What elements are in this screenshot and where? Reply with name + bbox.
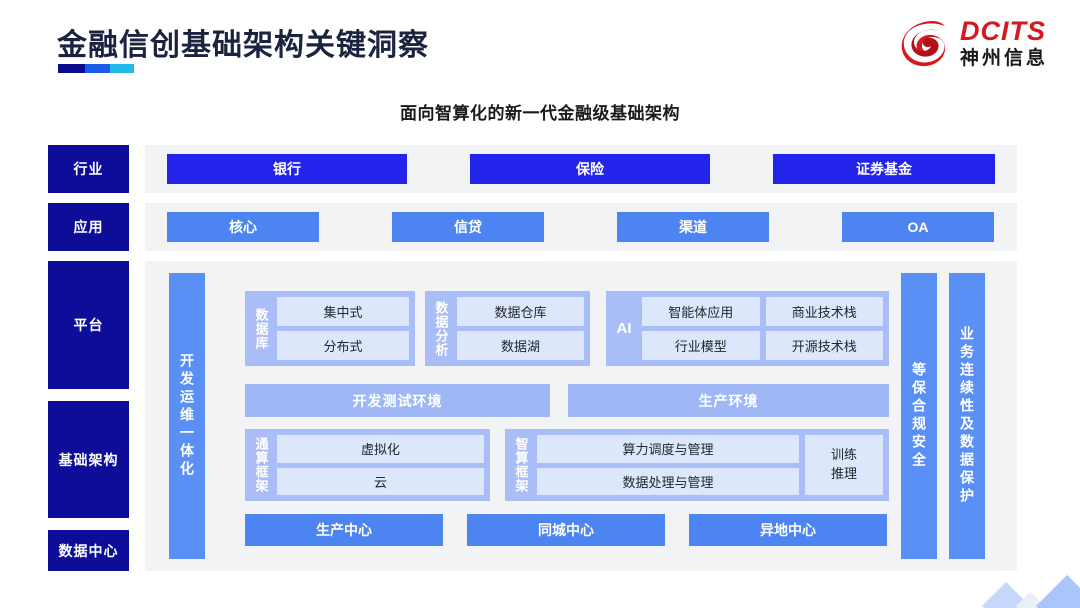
vertical-bar-devops-label: 开发运维一体化: [179, 353, 195, 479]
sidebar-label-infrastructure: 基础架构: [58, 451, 119, 468]
logo-cn-text: 神州信息: [959, 48, 1048, 69]
group-row: 算力调度与管理: [537, 435, 799, 463]
diagram-subtitle: 面向智算化的新一代金融级基础架构: [400, 104, 680, 123]
group-body-ai-compute: 算力调度与管理 数据处理与管理: [537, 435, 799, 495]
datacenter-label-production: 生产中心: [316, 522, 372, 538]
datacenter-chip-metro[interactable]: 同城中心: [467, 514, 665, 546]
industry-label-securities: 证券基金: [856, 161, 912, 177]
cell-opensource-stack[interactable]: 开源技术栈: [765, 331, 883, 360]
cell-data-warehouse[interactable]: 数据仓库: [457, 297, 584, 326]
cell-training-label: 训练: [830, 447, 857, 463]
sidebar-label-platform: 平台: [73, 317, 104, 333]
sidebar-label-datacenter: 数据中心: [58, 542, 119, 559]
application-chip-core[interactable]: 核心: [167, 212, 319, 242]
cell-agent-application[interactable]: 智能体应用: [642, 297, 760, 326]
group-body-data-analytics: 数据仓库 数据湖: [457, 297, 584, 360]
vertical-bar-continuity-label: 业务连续性及数据保护: [959, 326, 975, 506]
cell-industry-model[interactable]: 行业模型: [642, 331, 760, 360]
env-bar-production[interactable]: 生产环境: [568, 384, 889, 417]
group-label-general-compute: 通算框架: [253, 437, 269, 493]
logo-text: DCITS 神州信息: [959, 16, 1048, 69]
application-label-core: 核心: [229, 219, 257, 235]
group-label-data-analytics: 数据分析: [433, 300, 449, 357]
cell-inference-label: 推理: [830, 466, 857, 481]
application-label-oa: OA: [907, 219, 929, 235]
group-database[interactable]: 数据库 集中式 分布式: [245, 291, 415, 366]
logo-en-text: DCITS: [959, 16, 1046, 46]
slide-header: 金融信创基础架构关键洞察 DCITS 神州信息: [0, 0, 1080, 92]
title-accent-bar: [58, 64, 134, 73]
env-bar-dev-test-label: 开发测试环境: [352, 392, 443, 409]
vertical-bar-compliance-label: 等保合规安全: [911, 362, 927, 470]
vertical-bar-compliance[interactable]: 等保合规安全: [901, 273, 937, 559]
group-general-compute-framework[interactable]: 通算框架 虚拟化 云: [245, 429, 490, 501]
cell-distributed[interactable]: 分布式: [277, 331, 409, 360]
cell-data-lake[interactable]: 数据湖: [457, 331, 584, 360]
deco-stripe: [1016, 591, 1080, 608]
cell-cloud[interactable]: 云: [277, 467, 484, 495]
cell-commercial-stack[interactable]: 商业技术栈: [765, 297, 883, 326]
industry-label-insurance: 保险: [576, 161, 604, 177]
sidebar-label-application: 应用: [73, 219, 104, 235]
group-ai[interactable]: AI 智能体应用 商业技术栈 行业模型 开源技术栈: [606, 291, 889, 366]
industry-label-bank: 银行: [273, 161, 301, 177]
group-row: 数据处理与管理: [537, 467, 799, 495]
deco-stripe: [982, 581, 1080, 608]
cell-training-inference[interactable]: 训练 推理: [805, 435, 883, 495]
group-row: 数据仓库: [457, 297, 584, 326]
platform-panel: 开发运维一体化 等保合规安全 业务连续性及数据保护 数据库 集中式 分布式 数据…: [145, 261, 1017, 571]
datacenter-chip-production[interactable]: 生产中心: [245, 514, 443, 546]
application-label-credit: 信贷: [454, 219, 482, 235]
group-body-ai: 智能体应用 商业技术栈 行业模型 开源技术栈: [642, 297, 883, 360]
cell-data-processing[interactable]: 数据处理与管理: [537, 467, 799, 495]
group-row: 集中式: [277, 297, 409, 326]
datacenter-label-remote: 异地中心: [760, 522, 816, 538]
industry-row-panel: 银行 保险 证券基金: [145, 145, 1017, 193]
industry-chip-bank[interactable]: 银行: [167, 154, 407, 184]
sidebar-item-platform[interactable]: 平台: [48, 261, 129, 389]
group-label-ai: AI: [616, 320, 632, 337]
cell-centralized[interactable]: 集中式: [277, 297, 409, 326]
sidebar-item-datacenter[interactable]: 数据中心: [48, 530, 129, 571]
accent-segment-1: [58, 64, 85, 73]
group-row: 数据湖: [457, 331, 584, 360]
group-body-general-compute: 虚拟化 云: [277, 435, 484, 495]
group-row: 虚拟化: [277, 435, 484, 463]
sidebar-item-infrastructure[interactable]: 基础架构: [48, 401, 129, 518]
group-row: 云: [277, 467, 484, 495]
company-logo: DCITS 神州信息: [901, 18, 1048, 68]
cell-compute-scheduling[interactable]: 算力调度与管理: [537, 435, 799, 463]
sidebar-item-industry[interactable]: 行业: [48, 145, 129, 193]
group-label-ai-compute: 智算框架: [513, 437, 529, 493]
datacenter-chip-remote[interactable]: 异地中心: [689, 514, 887, 546]
application-chip-oa[interactable]: OA: [842, 212, 994, 242]
group-row: 行业模型 开源技术栈: [642, 331, 883, 360]
application-chip-channel[interactable]: 渠道: [617, 212, 769, 242]
application-label-channel: 渠道: [679, 219, 707, 235]
sidebar-item-application[interactable]: 应用: [48, 203, 129, 251]
sidebar-label-industry: 行业: [73, 161, 104, 177]
dcits-swirl-icon: [901, 21, 946, 67]
application-chip-credit[interactable]: 信贷: [392, 212, 544, 242]
group-ai-compute-framework[interactable]: 智算框架 算力调度与管理 数据处理与管理 训练 推理: [505, 429, 889, 501]
env-bar-dev-test[interactable]: 开发测试环境: [245, 384, 550, 417]
page-title: 金融信创基础架构关键洞察: [57, 29, 429, 62]
group-body-database: 集中式 分布式: [277, 297, 409, 360]
accent-segment-3: [110, 64, 134, 73]
group-data-analytics[interactable]: 数据分析 数据仓库 数据湖: [425, 291, 590, 366]
vertical-bar-continuity[interactable]: 业务连续性及数据保护: [949, 273, 985, 559]
industry-chip-insurance[interactable]: 保险: [470, 154, 710, 184]
deco-stripe: [1036, 574, 1080, 608]
industry-chip-securities[interactable]: 证券基金: [773, 154, 995, 184]
group-row: 分布式: [277, 331, 409, 360]
group-label-database: 数据库: [253, 307, 269, 350]
vertical-bar-devops[interactable]: 开发运维一体化: [169, 273, 205, 559]
application-row-panel: 核心 信贷 渠道 OA: [145, 203, 1017, 251]
group-row: 智能体应用 商业技术栈: [642, 297, 883, 326]
env-bar-production-label: 生产环境: [698, 392, 759, 409]
accent-segment-2: [85, 64, 110, 73]
cell-virtualization[interactable]: 虚拟化: [277, 435, 484, 463]
datacenter-label-metro: 同城中心: [538, 522, 594, 538]
